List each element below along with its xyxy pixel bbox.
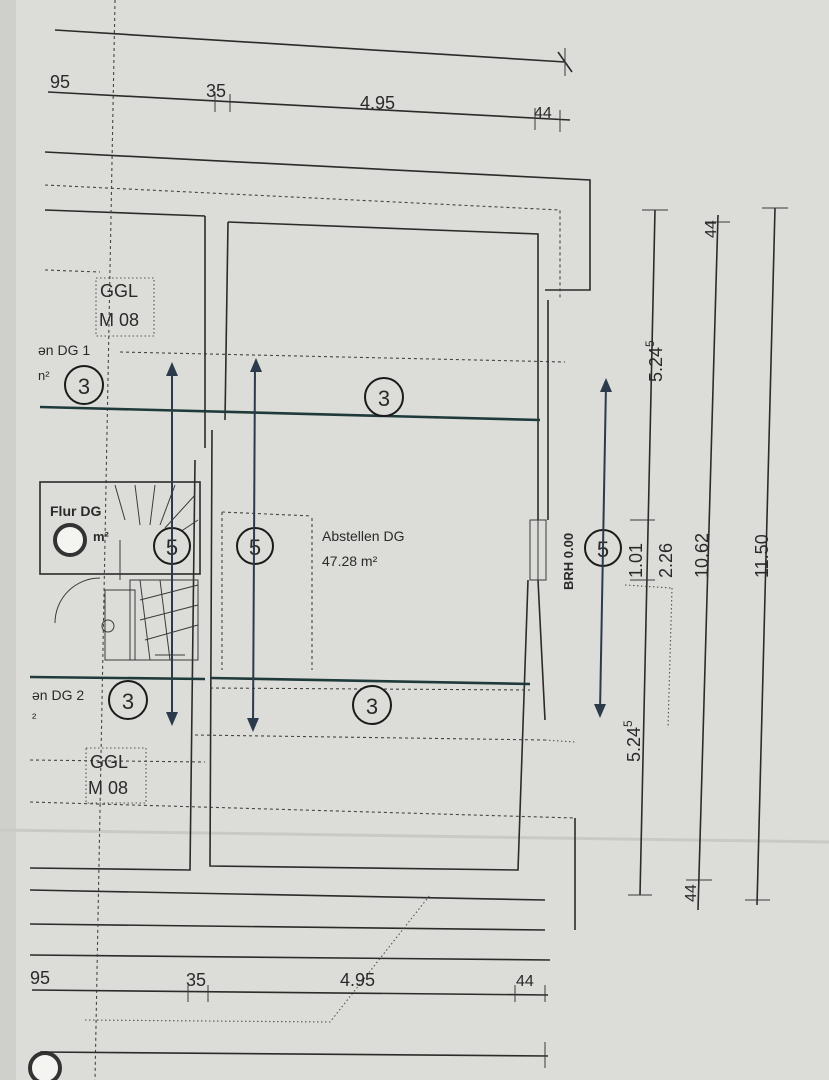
room-dg1-unit: n² (38, 368, 50, 383)
bottom-dimension-chain (31, 985, 549, 1068)
slope-arrow-room (247, 358, 262, 732)
top-dim-95: 95 (50, 72, 70, 92)
knee-wall-bottom-left (29, 675, 206, 681)
right-dim-1062: 10.62 (692, 533, 712, 578)
room-dg2-label: ən DG 2 (32, 687, 84, 703)
right-dim-101: 1.01 (626, 543, 646, 578)
right-dim-44-bottom: 44 (683, 884, 700, 902)
room-dg2-unit: ² (32, 710, 37, 725)
ggl-label-bottom: GGL (90, 752, 128, 772)
svg-text:3: 3 (378, 386, 390, 411)
walls (29, 216, 549, 871)
svg-text:3: 3 (78, 374, 90, 399)
m08-label-top: M 08 (99, 310, 139, 330)
paper-edge-shadow (0, 0, 16, 1080)
right-dim-226: 2.26 (656, 543, 676, 578)
abstellen-area: 47.28 m² (322, 553, 378, 569)
right-dim-44-top: 44 (703, 220, 720, 238)
marker-5-room: 5 (236, 527, 274, 565)
right-dim-524-bottom: 5.245 (621, 720, 644, 762)
ggl-box-bottom (85, 747, 147, 804)
right-dim-1150: 11.50 (752, 534, 772, 578)
flur-label: Flur DG (50, 503, 101, 519)
bottom-dim-95: 95 (30, 968, 50, 988)
paper-fold (0, 828, 829, 844)
marker-3-left-top: 3 (64, 365, 104, 405)
hole-punch-1 (53, 523, 87, 557)
room-dg1-label: ən DG 1 (38, 342, 90, 358)
right-dim-524-top: 5.245 (643, 340, 666, 382)
bottom-dim-44: 44 (516, 973, 534, 990)
roof-outline (29, 151, 591, 1023)
marker-3-center-top: 3 (364, 377, 404, 417)
top-dim-495: 4.95 (360, 93, 395, 113)
bottom-dim-35: 35 (186, 970, 206, 990)
svg-text:5: 5 (249, 535, 261, 560)
top-dim-35: 35 (206, 81, 226, 101)
top-dimension-chain (47, 29, 573, 132)
marker-3-center-bottom: 3 (352, 685, 392, 725)
flur-unit: m² (93, 529, 110, 544)
knee-wall-bottom-right (209, 676, 531, 686)
ggl-box-top (95, 277, 155, 337)
svg-text:3: 3 (366, 694, 378, 719)
slope-arrow-right (594, 378, 612, 718)
ggl-label-top: GGL (100, 281, 138, 301)
m08-label-bottom: M 08 (88, 778, 128, 798)
right-dimension-chains (624, 207, 788, 911)
marker-3-left-bottom: 3 (108, 680, 148, 720)
svg-text:3: 3 (122, 689, 134, 714)
dashed-line-lower (209, 687, 531, 691)
dashed-line-bottom (194, 734, 546, 741)
knee-wall-top (39, 405, 541, 422)
hole-punch-2 (28, 1051, 62, 1080)
top-dim-44: 44 (534, 105, 552, 122)
bottom-dim-495: 4.95 (340, 970, 375, 990)
axis-line (94, 0, 116, 1080)
abstellen-label: Abstellen DG (322, 528, 404, 544)
slope-arrow-stair (166, 362, 178, 726)
brh-label: BRH 0.00 (561, 533, 576, 590)
